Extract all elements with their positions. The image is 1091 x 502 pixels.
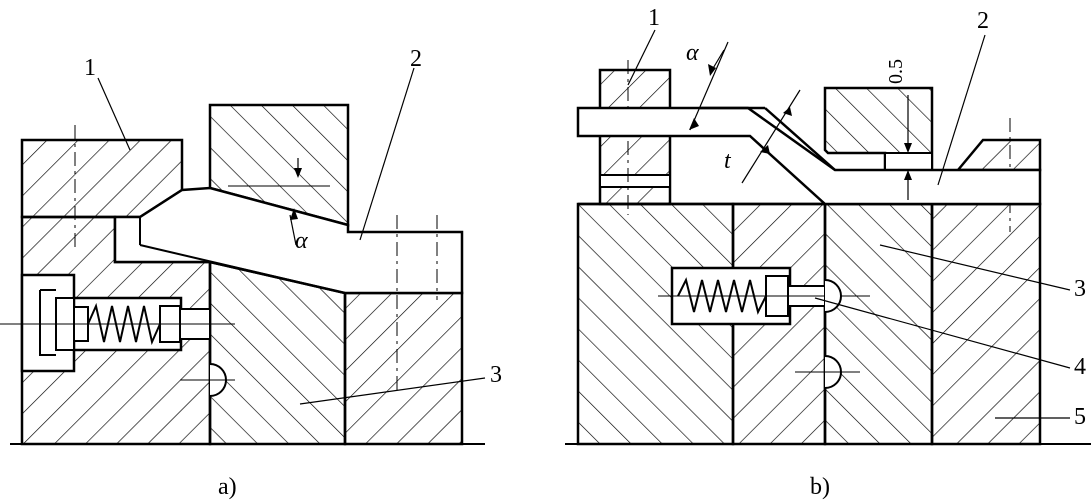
part-label-1-b: 1 [648, 5, 660, 31]
part-2-slider-a [113, 186, 464, 295]
sub-label-b: b) [810, 474, 830, 500]
right-stop-block-b [955, 138, 1042, 172]
figure-a: α 1 2 3 a) [0, 46, 502, 500]
die-block-4-b [930, 202, 1042, 446]
angle-alpha-label-a: α [295, 228, 308, 254]
figure-b: α t 0.5 1 2 3 4 5 b) [565, 5, 1091, 500]
part-label-4-b: 4 [1074, 354, 1086, 380]
angle-alpha-label-b: α [686, 40, 699, 66]
part-label-3-b: 3 [1074, 276, 1086, 302]
thickness-t-label-b: t [724, 148, 732, 174]
die-block-right-a [343, 291, 464, 446]
part-label-1-a: 1 [84, 55, 96, 81]
spring-plunger-a [0, 273, 235, 373]
part-label-5-b: 5 [1074, 404, 1086, 430]
spring-plunger-b [658, 266, 870, 326]
gap-dimension-label-b: 0.5 [885, 59, 907, 84]
sub-label-a: a) [218, 474, 237, 500]
part-label-2-a: 2 [410, 46, 422, 72]
part-label-3-a: 3 [490, 362, 502, 388]
die-block-3-b [823, 202, 934, 446]
part-label-2-b: 2 [977, 8, 989, 34]
